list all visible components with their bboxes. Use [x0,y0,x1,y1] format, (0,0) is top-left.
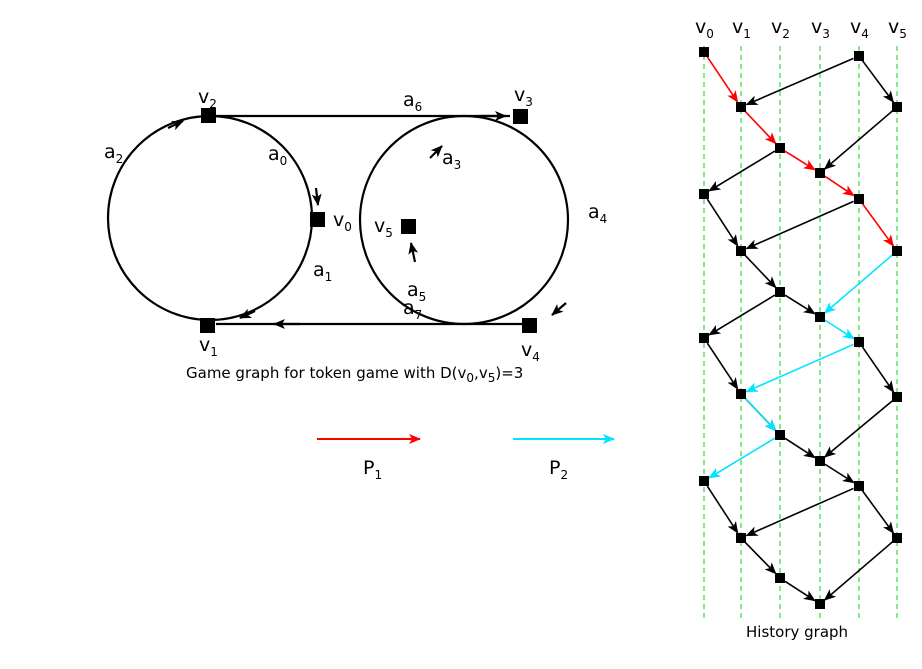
history-edge [824,463,855,484]
column-label-v4: v4 [850,16,869,41]
history-edge [708,150,776,192]
game-graph-caption: Game graph for token game with D(v0,v5)=… [186,364,523,385]
legend: P1 P2 [317,434,615,482]
history-node [699,333,709,343]
history-node [892,246,902,256]
history-edge [861,60,895,103]
history-node [736,246,746,256]
column-label-v2: v2 [771,16,790,41]
legend-p1-label: P1 [363,457,382,482]
history-graph: v0 v1 v2 v3 v4 v5 History graph [695,16,907,641]
history-edge [708,437,776,479]
history-edge [706,342,739,390]
history-node [699,189,709,199]
column-label-v5: v5 [888,16,907,41]
history-node [699,47,709,57]
history-node [775,143,785,153]
history-edge [744,397,777,432]
history-node [775,573,785,583]
history-node [736,533,746,543]
history-node [815,312,825,322]
history-graph-caption: History graph [746,623,848,641]
history-node [699,476,709,486]
label-a0: a0 [268,143,287,168]
label-v3: v3 [514,84,533,109]
history-edge [745,343,854,393]
arrow-a3 [429,145,443,159]
history-node [892,102,902,112]
history-edge [744,110,777,145]
history-edge [708,294,776,336]
arrow-a1 [239,308,256,319]
label-v1: v1 [199,334,218,359]
history-node [854,481,864,491]
history-edge [823,254,893,314]
history-edge [784,580,816,602]
history-edge [823,110,893,170]
history-edges [706,56,895,602]
history-node [736,389,746,399]
arrow-a2 [167,120,184,131]
history-edge [784,437,816,459]
game-graph: v2 v0 v1 v3 v5 v4 a2 a0 a1 a6 a3 a4 a5 a… [104,84,607,385]
history-node [815,456,825,466]
label-v0: v0 [333,209,352,234]
history-edge [706,56,739,103]
label-a4: a4 [588,201,607,226]
history-node [854,51,864,61]
label-v2: v2 [198,86,217,111]
history-node [815,599,825,609]
label-a2: a2 [104,141,123,166]
label-a5: a5 [407,279,426,304]
history-edge [745,57,854,106]
history-edge [706,198,739,247]
history-node [775,430,785,440]
history-column-labels: v0 v1 v2 v3 v4 v5 [695,16,907,41]
history-node [775,287,785,297]
label-v4: v4 [521,339,540,364]
column-label-v0: v0 [695,16,714,41]
history-edge [744,541,777,575]
history-edge [861,346,895,393]
column-label-v1: v1 [732,16,751,41]
vertex-v3 [513,109,528,124]
history-edge [706,485,739,534]
arrow-a0 [311,187,322,206]
history-edge [861,490,895,534]
label-v5: v5 [374,215,393,240]
history-nodes [699,47,902,609]
history-node [854,337,864,347]
history-edge [824,175,855,197]
history-node [892,392,902,402]
vertex-v4 [522,318,537,333]
vertex-v1 [200,318,215,333]
history-edge [744,254,777,289]
label-a1: a1 [313,259,332,284]
history-edge [861,203,895,247]
arrow-a4 [551,302,567,316]
label-a3: a3 [442,147,461,172]
history-node [736,102,746,112]
history-node [892,533,902,543]
vertex-v5 [401,219,416,234]
history-edge [823,400,893,458]
history-node [815,168,825,178]
label-a6: a6 [403,89,422,114]
history-edge [784,150,816,171]
vertex-v2 [201,108,216,123]
right-cycle [358,114,570,326]
column-label-v3: v3 [811,16,830,41]
history-edge [823,541,893,601]
history-node [854,194,864,204]
vertex-v0 [310,212,325,227]
legend-p2-label: P2 [549,457,568,482]
label-a7: a7 [403,297,422,322]
history-edge [745,200,854,250]
history-edge [745,487,854,537]
arrow-a5 [408,242,419,263]
history-edge [784,294,816,315]
history-edge [824,319,855,340]
left-cycle [106,114,314,322]
